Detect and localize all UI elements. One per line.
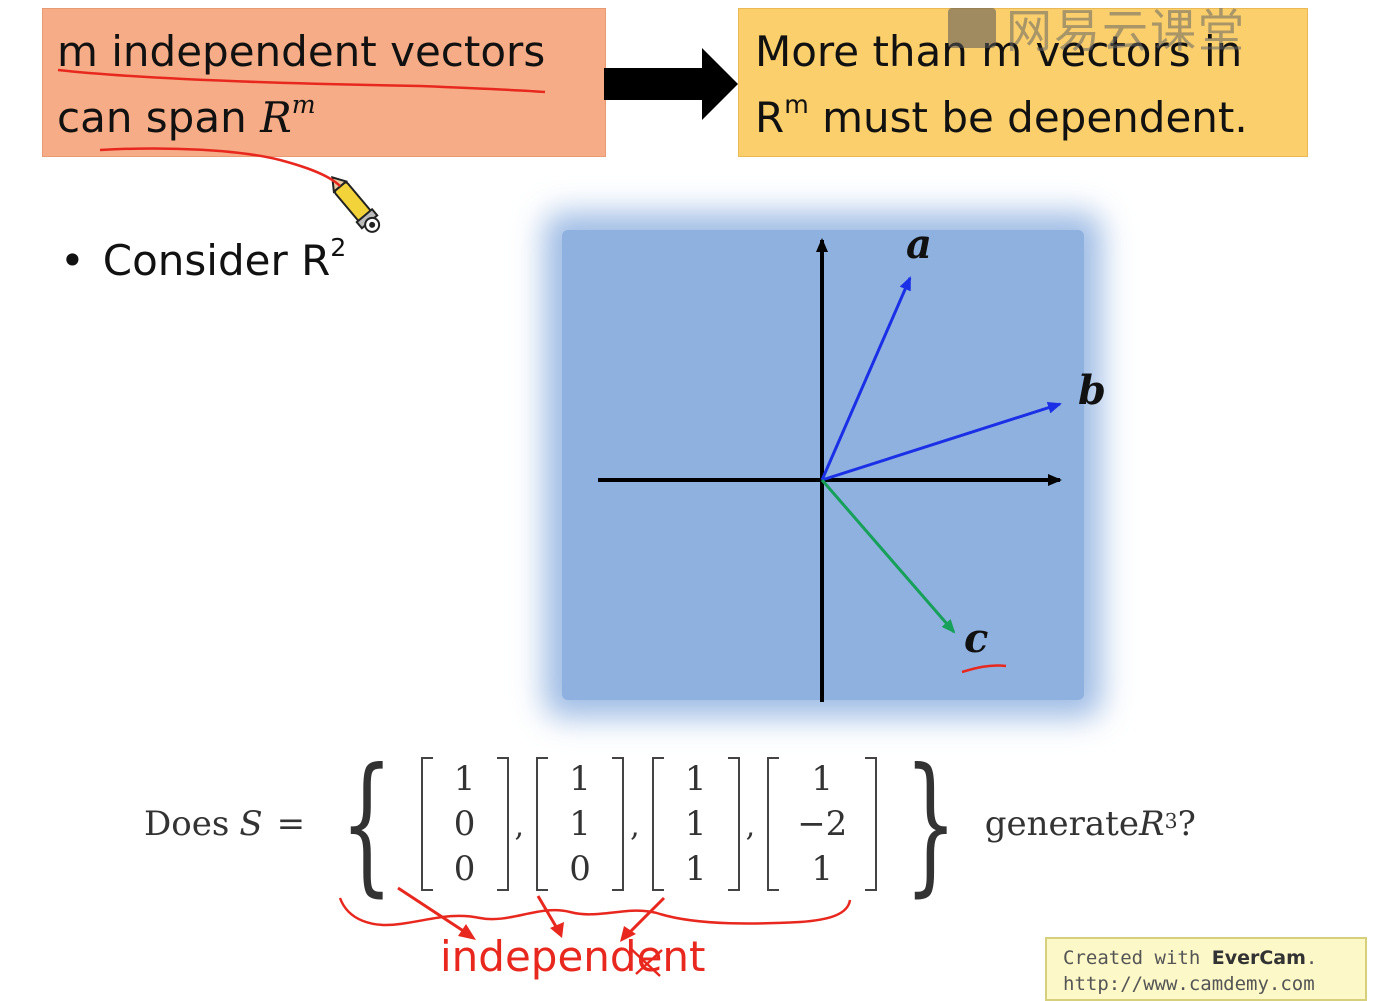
target-space-symbol: R <box>1138 804 1165 844</box>
statement-space-exponent: m <box>291 90 316 120</box>
statement-line-2: can span Rm <box>57 85 605 151</box>
watermark-icon <box>948 8 996 48</box>
column-vector: 1 0 0 <box>420 757 509 891</box>
equals-sign: = <box>276 804 306 844</box>
vector-c-label: c <box>964 615 988 662</box>
conclusion-space-symbol: R <box>755 93 785 142</box>
column-vector: 1 1 1 <box>651 757 740 891</box>
vector-entry: 1 <box>684 759 707 800</box>
watermark-logo: 网易云课堂 <box>948 0 1340 58</box>
annotation-arrow-2 <box>536 895 560 931</box>
vector-b-label: b <box>1078 367 1106 414</box>
set-symbol: S <box>239 804 263 844</box>
right-brace: } <box>904 737 958 911</box>
credit-line-1: Created with EverCam. <box>1063 945 1365 971</box>
vector-entry: 0 <box>453 848 476 889</box>
vector-entry: 0 <box>453 803 476 844</box>
watermark-text: 网易云课堂 <box>1006 4 1246 58</box>
conclusion-line-2-rest: must be dependent. <box>808 93 1248 142</box>
credit-prefix: Created with <box>1063 947 1212 969</box>
statement-line-2-text: can span <box>57 93 261 142</box>
annotation-arrow-3 <box>624 896 666 938</box>
span-question-equation: Does S = { 1 0 0 , 1 1 0 , 1 1 1 , 1 <box>144 737 1196 911</box>
credit-suffix: . <box>1305 947 1318 969</box>
implies-arrow-icon <box>604 48 738 120</box>
vector-diagram: a b c <box>598 221 1106 702</box>
brace-annotation <box>338 897 852 927</box>
vector-entry: 1 <box>453 759 476 800</box>
bullet-text: Consider R <box>102 236 331 285</box>
vector-entry: 1 <box>684 803 707 844</box>
vector-entry: 1 <box>569 803 591 844</box>
vector-entry: 0 <box>569 848 591 889</box>
vector-entry: 1 <box>811 759 834 800</box>
question-mark: ? <box>1177 804 1196 844</box>
vector-a-label: a <box>906 221 932 268</box>
statement-box-independent: m independent vectors can span Rm <box>42 8 606 157</box>
vector-entry: 1 <box>684 848 707 889</box>
conclusion-line-2: Rm must be dependent. <box>755 85 1307 151</box>
statement-box-dependent: More than m vectors in Rm must be depend… <box>738 8 1308 157</box>
vector-entry: 1 <box>811 848 834 889</box>
vector-entry: 1 <box>569 759 591 800</box>
column-vector: 1 1 0 <box>536 757 625 891</box>
bullet-exponent: 2 <box>330 233 347 263</box>
pencil-cursor-icon <box>331 176 381 233</box>
credit-brand: EverCam <box>1211 947 1306 969</box>
statement-line-1: m independent vectors <box>57 27 546 76</box>
bullet-dot: • <box>60 236 85 285</box>
bullet-consider: • Consider R2 <box>60 233 347 285</box>
left-brace: { <box>340 737 394 911</box>
conclusion-space-exponent: m <box>784 90 809 120</box>
independent-annotation-label: independent <box>440 932 706 981</box>
conclusion-line-1: More than m vectors in <box>755 27 1243 76</box>
vector-entry: −2 <box>797 803 848 844</box>
vector-a <box>820 276 912 481</box>
evercam-credit: Created with EverCam. http://www.camdemy… <box>1045 937 1367 1001</box>
vector-c <box>820 479 956 634</box>
column-vector: 1 −2 1 <box>767 757 878 891</box>
statement-space-symbol: R <box>260 93 292 142</box>
equation-prefix: Does <box>144 804 230 844</box>
vector-b <box>821 401 1062 482</box>
equation-suffix: generate <box>984 804 1139 844</box>
credit-url: http://www.camdemy.com <box>1063 973 1315 995</box>
